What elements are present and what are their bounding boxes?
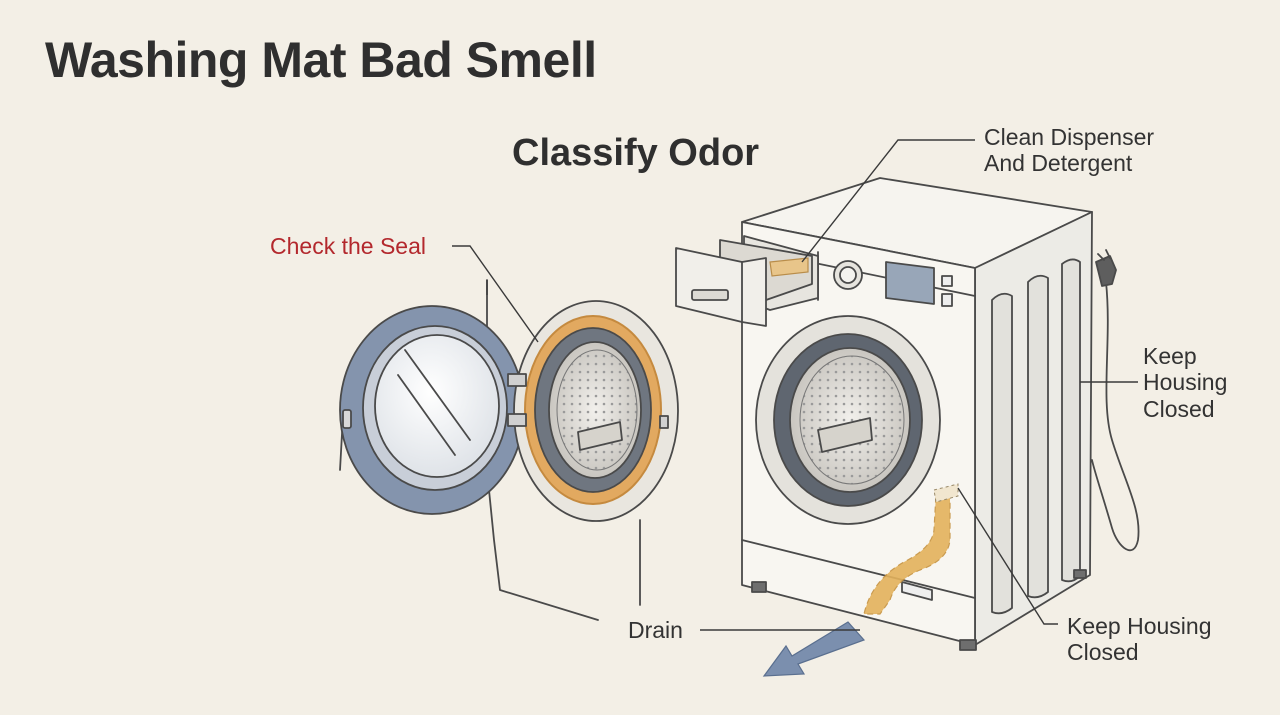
label-keep-housing-closed-bottom: Keep Housing Closed [1067,613,1212,666]
drum-paddle [577,421,623,451]
label-keep-housing-closed-side: Keep Housing Closed [1143,343,1228,422]
label-drain: Drain [628,617,683,643]
drain-hose-highlight [863,487,951,615]
leader-lines [452,139,1138,631]
drain-path [762,483,959,677]
open-door [339,279,599,621]
dispenser-front [675,247,767,327]
door-handle [342,409,352,429]
drum-opening-with-seal [507,300,679,606]
display-screen [885,261,935,305]
door-glass [374,334,500,478]
drain-arrow [762,621,866,677]
label-clean-dispenser: Clean Dispenser And Detergent [984,124,1155,177]
drum-perforations [556,349,638,471]
hinge-top [507,373,527,387]
section-subtitle: Classify Odor [512,132,760,174]
plug [1095,255,1117,287]
power-cord [1091,249,1140,552]
front-drum-perforations [799,355,905,485]
hinge-bottom [507,413,527,427]
label-check-seal: Check the Seal [270,233,426,259]
page-title: Washing Mat Bad Smell [45,32,597,88]
detergent-dispenser-drawer [675,235,819,327]
washing-machine [741,177,1093,651]
